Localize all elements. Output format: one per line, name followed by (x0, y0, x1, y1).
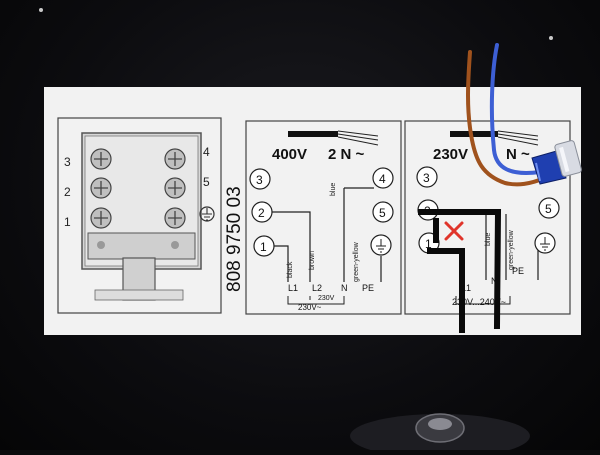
mid-terminal-4 (372, 167, 394, 189)
voltage-230v: 230V (433, 146, 468, 163)
voltage-400v: 400V (272, 146, 307, 163)
phase-n: N ~ (506, 146, 530, 163)
right-number-5: 5 (203, 175, 210, 189)
bottom-voltage-right: 230V...240V~ (452, 297, 506, 307)
brown-wire (466, 50, 547, 187)
wire-color-blue: blue (330, 183, 337, 196)
right-label-3: 3 (423, 171, 430, 185)
left-screws (90, 148, 112, 229)
right-wire-color-green-yellow: green-yellow (508, 229, 515, 270)
line-pe: PE (362, 283, 374, 293)
right-label-5: 5 (545, 202, 552, 216)
right-line-l1: L1 (461, 283, 471, 293)
left-number-1: 1 (64, 215, 71, 229)
right-number-4: 4 (203, 145, 210, 159)
phase-2n: 2 N ~ (328, 146, 365, 163)
left-number-2: 2 (64, 185, 71, 199)
sub-voltage: 230V (318, 295, 335, 302)
panel-frame (245, 120, 402, 315)
mid-label-3: 3 (256, 173, 263, 187)
bottom-surface (350, 413, 530, 455)
right-screws (164, 148, 186, 229)
blue-wire (489, 43, 542, 175)
earth-ground-icon (199, 206, 215, 222)
black-jumper-wire (418, 209, 502, 333)
mid-label-2: 2 (258, 206, 265, 220)
wire-color-green-yellow: green-yellow (353, 241, 360, 282)
line-l2: L2 (312, 283, 322, 293)
terminal-block-panel: 3 2 1 4 5 (57, 117, 222, 314)
mid-label-5: 5 (379, 206, 386, 220)
right-terminal-3 (416, 166, 438, 188)
wire-color-brown: brown (309, 251, 316, 270)
part-number: 808 9750 03 (224, 186, 245, 292)
line-n: N (341, 283, 348, 293)
right-terminal-5 (538, 197, 560, 219)
left-number-3: 3 (64, 155, 71, 169)
terminal-panel-frame (57, 117, 222, 314)
mid-terminal-5 (372, 201, 394, 223)
mid-label-1: 1 (260, 240, 267, 254)
red-cross-icon (444, 221, 464, 241)
right-label-1: 1 (425, 237, 432, 251)
right-line-n: N (491, 276, 498, 286)
right-line-pe: PE (512, 266, 524, 276)
drawn-wiring-overlay (418, 43, 582, 333)
ferrule-connector-icon (531, 140, 582, 185)
wire-color-black: black (287, 261, 294, 278)
mid-label-4: 4 (379, 172, 386, 186)
bottom-voltage-mid: 230V~ (298, 303, 322, 312)
right-wire-color-blue: blue (485, 233, 492, 246)
panel-frame-right (404, 120, 571, 315)
line-l1: L1 (288, 283, 298, 293)
mid-terminal-3 (249, 168, 271, 190)
wiring-400v-panel: 400V 2 N ~ 3 2 1 4 5 black brown blue gr… (245, 120, 402, 315)
